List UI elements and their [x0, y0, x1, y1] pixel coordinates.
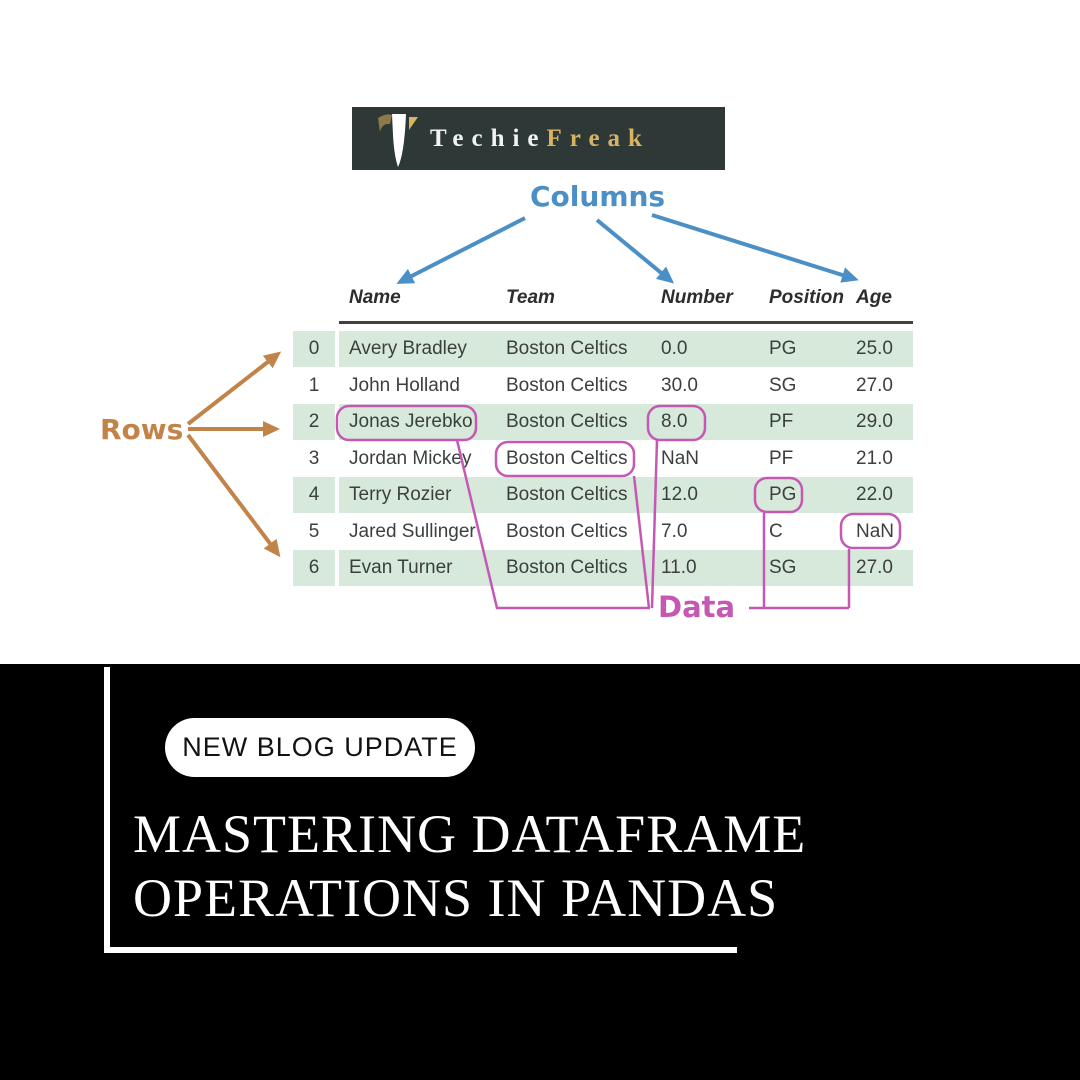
- table-cell: PF: [769, 411, 794, 432]
- table-cell: 7.0: [661, 520, 688, 542]
- data-label: Data: [658, 590, 736, 624]
- table-cell: SG: [769, 557, 797, 578]
- banner-section: NEW BLOG UPDATE MASTERING DATAFRAME OPER…: [0, 664, 1080, 1080]
- row-body: Terry Rozier Boston Celtics 12.0 PG 22.0: [339, 477, 913, 513]
- table-row: 6 Evan Turner Boston Celtics 11.0 SG 27.0: [293, 550, 913, 586]
- post-title-line2: OPERATIONS IN PANDAS: [133, 868, 779, 928]
- table-cell: 12.0: [661, 484, 698, 505]
- techiefreak-t-icon: [378, 113, 418, 167]
- column-header: Name: [349, 287, 401, 308]
- table-header-underline: [339, 321, 913, 324]
- row-body: Jonas Jerebko Boston Celtics 8.0 PF 29.0: [339, 404, 913, 440]
- rows-label: Rows: [100, 413, 184, 446]
- row-index: 2: [293, 404, 335, 440]
- table-row: 2 Jonas Jerebko Boston Celtics 8.0 PF 29.0: [293, 404, 913, 440]
- table-row: 5 Jared Sullinger Boston Celtics 7.0 C NaN: [293, 514, 913, 550]
- table-cell: Boston Celtics: [506, 484, 628, 505]
- column-header: Number: [661, 287, 733, 308]
- post-title: MASTERING DATAFRAME OPERATIONS IN PANDAS: [133, 802, 806, 930]
- table-cell: PG: [769, 484, 797, 505]
- row-index: 6: [293, 550, 335, 586]
- table-cell: Boston Celtics: [506, 338, 628, 359]
- table-cell: John Holland: [349, 374, 460, 396]
- table-header-row: Name Team Number Position Age: [339, 287, 913, 309]
- row-index: 4: [293, 477, 335, 513]
- row-index: 0: [293, 331, 335, 367]
- row-body: Jared Sullinger Boston Celtics 7.0 C NaN: [339, 514, 913, 550]
- table-cell: 8.0: [661, 411, 688, 432]
- table-row: 0 Avery Bradley Boston Celtics 0.0 PG 25.0: [293, 331, 913, 367]
- table-cell: Terry Rozier: [349, 484, 452, 505]
- row-index: 1: [308, 374, 320, 396]
- table-cell: Boston Celtics: [506, 447, 628, 469]
- table-cell: Evan Turner: [349, 557, 453, 578]
- table-cell: NaN: [661, 447, 700, 469]
- logo-word-techie: Techie: [430, 124, 547, 152]
- column-header: Team: [506, 287, 555, 308]
- table-cell: 29.0: [856, 411, 893, 432]
- rows-arrow-0: [186, 351, 282, 426]
- table-cell: Boston Celtics: [506, 520, 628, 542]
- table-cell: PG: [769, 338, 797, 359]
- logo-word-freak: Freak: [546, 124, 650, 152]
- table-cell: 27.0: [856, 374, 893, 396]
- table-cell: 22.0: [856, 484, 893, 505]
- table-cell: C: [769, 520, 783, 542]
- columns-label: Columns: [530, 180, 666, 213]
- row-body: Jordan Mickey Boston Celtics NaN PF 21.0: [339, 441, 913, 477]
- column-header: Age: [856, 287, 892, 308]
- table-cell: Avery Bradley: [349, 338, 467, 359]
- rows-arrow-6: [186, 433, 281, 558]
- column-header: Position: [769, 287, 844, 308]
- table-cell: SG: [769, 374, 797, 396]
- table-row: 3 Jordan Mickey Boston Celtics NaN PF 21.0: [293, 441, 913, 477]
- table-cell: 25.0: [856, 338, 893, 359]
- frame-vertical-line: [104, 667, 110, 953]
- row-index: 3: [308, 447, 320, 469]
- table-row: 4 Terry Rozier Boston Celtics 12.0 PG 22.0: [293, 477, 913, 513]
- row-body: Evan Turner Boston Celtics 11.0 SG 27.0: [339, 550, 913, 586]
- table-cell: Jonas Jerebko: [349, 411, 473, 432]
- table-cell: Jared Sullinger: [349, 520, 476, 542]
- row-body: John Holland Boston Celtics 30.0 SG 27.0: [339, 368, 913, 404]
- table-cell: 0.0: [661, 338, 688, 359]
- frame-horizontal-line: [104, 947, 737, 953]
- table-cell: Boston Celtics: [506, 557, 628, 578]
- new-blog-update-badge: NEW BLOG UPDATE: [165, 718, 475, 777]
- table-cell: 27.0: [856, 557, 893, 578]
- techiefreak-logo: TechieFreak: [352, 107, 725, 170]
- row-index: 5: [308, 520, 320, 542]
- columns-arrow-number: [595, 218, 675, 284]
- table-cell: PF: [769, 447, 794, 469]
- logo-wordmark: TechieFreak: [430, 125, 650, 153]
- table-row: 1 John Holland Boston Celtics 30.0 SG 27.0: [293, 368, 913, 404]
- table-cell: Boston Celtics: [506, 374, 628, 396]
- table-cell: 30.0: [661, 374, 698, 396]
- post-title-line1: MASTERING DATAFRAME: [133, 804, 807, 864]
- table-cell: Boston Celtics: [506, 411, 628, 432]
- columns-arrow-name: [396, 216, 526, 284]
- table-cell: Jordan Mickey: [349, 447, 472, 469]
- table-cell: NaN: [856, 520, 895, 542]
- row-body: Avery Bradley Boston Celtics 0.0 PG 25.0: [339, 331, 913, 367]
- table-cell: 11.0: [661, 557, 697, 578]
- table-cell: 21.0: [856, 447, 893, 469]
- columns-arrow-age: [651, 213, 859, 283]
